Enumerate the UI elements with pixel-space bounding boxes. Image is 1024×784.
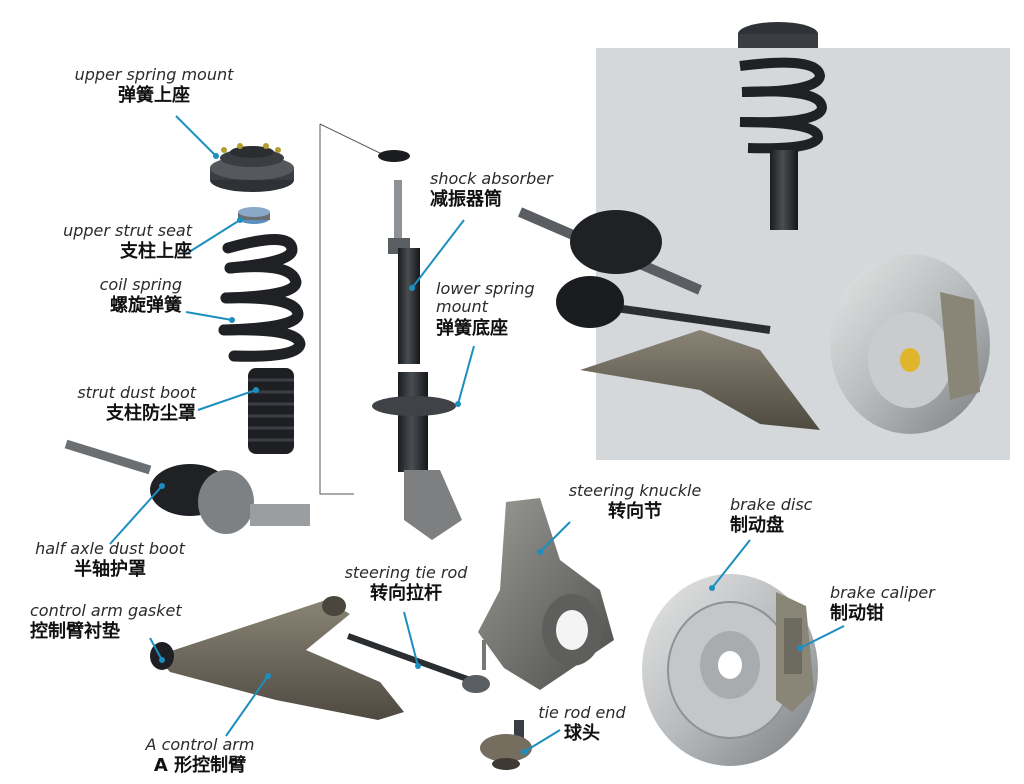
label-zh: 控制臂衬垫 xyxy=(30,621,120,643)
label-zh: A 形控制臂 xyxy=(153,755,247,777)
label-en: coil spring xyxy=(99,275,182,294)
steering-tie-rod-part xyxy=(346,633,490,693)
label-en: steering knuckle xyxy=(568,481,702,500)
label-en-line2: mount xyxy=(436,297,488,317)
label-zh: 半轴护罩 xyxy=(74,559,146,581)
leader-dots xyxy=(159,153,803,755)
half-axle-part xyxy=(64,439,310,534)
label-zh: 螺旋弹簧 xyxy=(110,295,182,317)
coil-spring-part xyxy=(218,234,306,362)
label-shock-absorber: shock absorber 减振器筒 xyxy=(430,169,570,211)
label-strut-dust-boot: strut dust boot 支柱防尘罩 xyxy=(40,383,196,425)
steering-knuckle-part xyxy=(478,498,614,690)
label-en: upper spring mount xyxy=(74,65,234,84)
label-zh: 支柱上座 xyxy=(120,241,192,263)
label-control-arm-gasket: control arm gasket 控制臂衬垫 xyxy=(30,601,200,643)
label-en: half axle dust boot xyxy=(35,539,185,558)
label-brake-disc: brake disc 制动盘 xyxy=(730,495,830,537)
tie-rod-end-part xyxy=(480,720,532,770)
label-en: tie rod end xyxy=(538,703,626,722)
label-tie-rod-end: tie rod end 球头 xyxy=(530,703,634,745)
label-en-line1: lower spring xyxy=(436,279,535,298)
shock-absorber-part xyxy=(372,150,462,540)
brake-caliper-part xyxy=(776,592,814,712)
label-en: brake disc xyxy=(730,495,813,514)
label-steering-tie-rod: steering tie rod 转向拉杆 xyxy=(336,563,476,605)
exploded-bracket-line xyxy=(319,124,354,495)
label-en: upper strut seat xyxy=(63,221,192,240)
label-zh: 支柱防尘罩 xyxy=(106,403,196,425)
strut-dust-boot-part xyxy=(248,368,294,454)
label-upper-strut-seat: upper strut seat 支柱上座 xyxy=(40,221,192,263)
label-en: A control arm xyxy=(145,735,255,754)
label-half-axle-dust-boot: half axle dust boot 半轴护罩 xyxy=(20,539,200,581)
label-zh: 制动钳 xyxy=(830,603,884,625)
label-brake-caliper: brake caliper 制动钳 xyxy=(830,583,950,625)
label-coil-spring: coil spring 螺旋弹簧 xyxy=(60,275,182,317)
label-zh: 弹簧底座 xyxy=(436,317,508,339)
label-zh: 球头 xyxy=(564,723,600,745)
label-zh: 弹簧上座 xyxy=(118,85,190,107)
label-a-control-arm: A control arm A 形控制臂 xyxy=(130,735,270,777)
label-zh: 转向节 xyxy=(608,501,662,523)
label-en: brake caliper xyxy=(830,583,935,602)
label-en: steering tie rod xyxy=(344,563,468,582)
upper-spring-mount-part xyxy=(210,143,294,192)
label-en: control arm gasket xyxy=(30,601,182,620)
assembled-strut xyxy=(518,22,990,434)
label-zh: 转向拉杆 xyxy=(370,583,442,605)
label-zh: 减振器筒 xyxy=(430,189,502,211)
upper-strut-seat-part xyxy=(238,207,270,224)
leader-lines xyxy=(109,115,845,753)
label-en: strut dust boot xyxy=(77,383,196,402)
label-lower-spring-mount: lower spring mount 弹簧底座 xyxy=(436,279,556,339)
label-steering-knuckle: steering knuckle 转向节 xyxy=(560,481,710,523)
label-en: shock absorber xyxy=(430,169,553,188)
label-zh: 制动盘 xyxy=(730,515,784,537)
brake-disc-part xyxy=(642,574,818,766)
label-upper-spring-mount: upper spring mount 弹簧上座 xyxy=(66,65,242,107)
